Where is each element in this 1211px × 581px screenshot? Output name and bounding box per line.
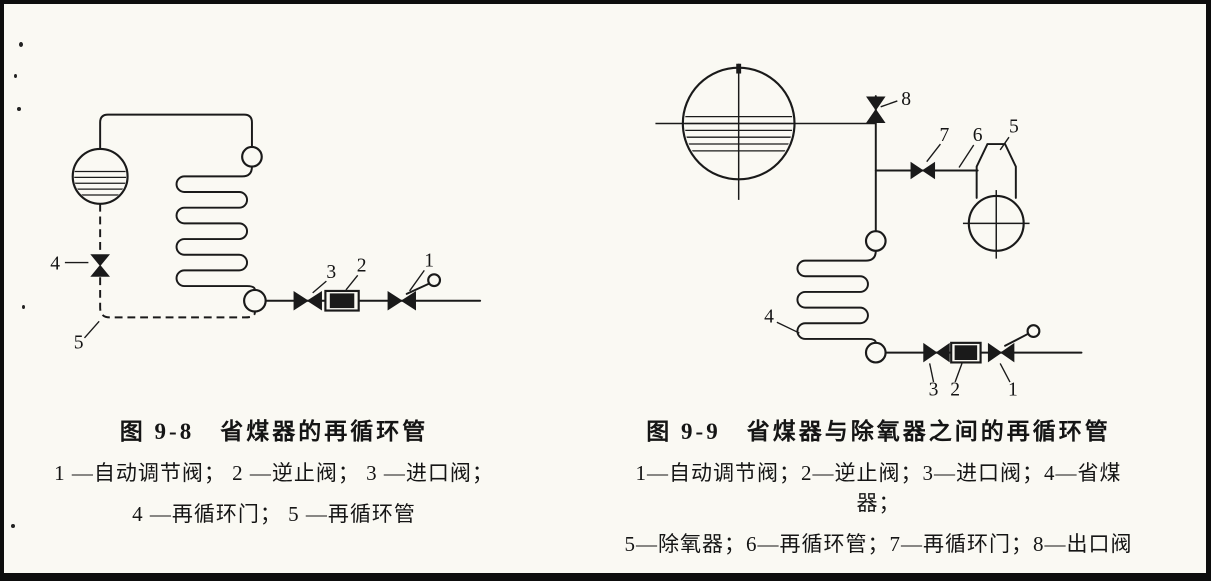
coil-inlet-header [241, 145, 263, 168]
deaerator-dome [975, 143, 1017, 199]
economizer-coil-4 [796, 249, 877, 344]
label-8: 8 [901, 89, 911, 110]
recirculation-pipe-dashed [99, 277, 256, 319]
check-valve-2 [950, 341, 982, 364]
valve-actuator-icon [1026, 324, 1041, 339]
figure-9-9-legend-line-2: 5—除氧器；6—再循环管；7—再循环门；8—出口阀 [624, 532, 1133, 556]
label-3: 3 [929, 380, 939, 401]
label-4: 4 [764, 306, 774, 327]
check-valve-2 [324, 289, 360, 312]
label-2: 2 [950, 380, 960, 401]
figure-9-9-diagram: 8 7 6 5 4 3 2 1 [655, 63, 1083, 401]
leader-5 [999, 136, 1010, 151]
figure-9-8-legend-line-1: 1 —自动调节阀； 2 —逆止阀； 3 —进口阀； [54, 461, 494, 485]
leader-4 [776, 321, 800, 334]
boiler-drum [71, 147, 129, 205]
label-2: 2 [357, 255, 367, 276]
recirculation-valve-4 [90, 254, 110, 277]
figure-9-9-legend-line-1: 1—自动调节阀；2—逆止阀；3—进口阀；4—省煤器； [635, 461, 1122, 515]
coil-inlet-header [864, 230, 887, 252]
label-5: 5 [74, 333, 84, 354]
auto-regulating-valve-1 [387, 273, 442, 311]
leader-3 [312, 280, 327, 294]
coil-outlet-header [243, 288, 267, 313]
economizer-coil [175, 165, 256, 291]
deaerator-5 [962, 143, 1030, 259]
label-1: 1 [424, 250, 434, 271]
leader-5 [83, 320, 100, 339]
leader-2 [345, 274, 359, 291]
label-7: 7 [939, 125, 949, 146]
recirculation-valve-7 [910, 161, 936, 180]
label-1: 1 [1008, 380, 1018, 401]
figure-9-8-legend-line-2: 4 —再循环门； 5 —再循环管 [132, 502, 416, 526]
piping-diagrams: 4 5 3 2 1 [50, 63, 1083, 401]
leader-3 [928, 363, 935, 383]
boiler-drum-tank [655, 63, 876, 200]
leader-8 [880, 100, 898, 108]
inlet-valve-3 [923, 342, 950, 363]
auto-regulating-valve-1 [987, 324, 1041, 363]
leader-7 [926, 143, 941, 163]
scan-speck [11, 524, 15, 528]
drum-top-pipe [99, 113, 253, 150]
figure-9-8-diagram: 4 5 3 2 1 [50, 113, 482, 354]
tank-water-hatch [684, 115, 793, 152]
leader-1 [409, 269, 425, 292]
label-4: 4 [50, 253, 60, 274]
leader-6 [958, 144, 975, 168]
scan-speck [22, 305, 25, 309]
label-3: 3 [326, 262, 336, 283]
valve-actuator-icon [427, 273, 442, 288]
figure-9-9-title: 图 9-9 省煤器与除氧器之间的再循环管 [646, 419, 1111, 444]
figure-9-8-caption: 图 9-8 省煤器的再循环管 1 —自动调节阀； 2 —逆止阀； 3 —进口阀；… [29, 412, 519, 528]
label-5: 5 [1009, 116, 1019, 137]
scan-speck [14, 74, 17, 78]
coil-outlet-header [864, 341, 887, 364]
scan-speck [17, 107, 21, 111]
inlet-valve-3 [293, 291, 322, 311]
figure-9-9-caption: 图 9-9 省煤器与除氧器之间的再循环管 1—自动调节阀；2—逆止阀；3—进口阀… [616, 412, 1141, 558]
scan-speck [19, 42, 23, 47]
leader-1 [999, 363, 1011, 383]
leader-2 [954, 363, 963, 383]
figure-9-8-title: 图 9-8 省煤器的再循环管 [119, 419, 429, 444]
outlet-valve-8 [866, 96, 886, 123]
label-6: 6 [973, 125, 983, 146]
